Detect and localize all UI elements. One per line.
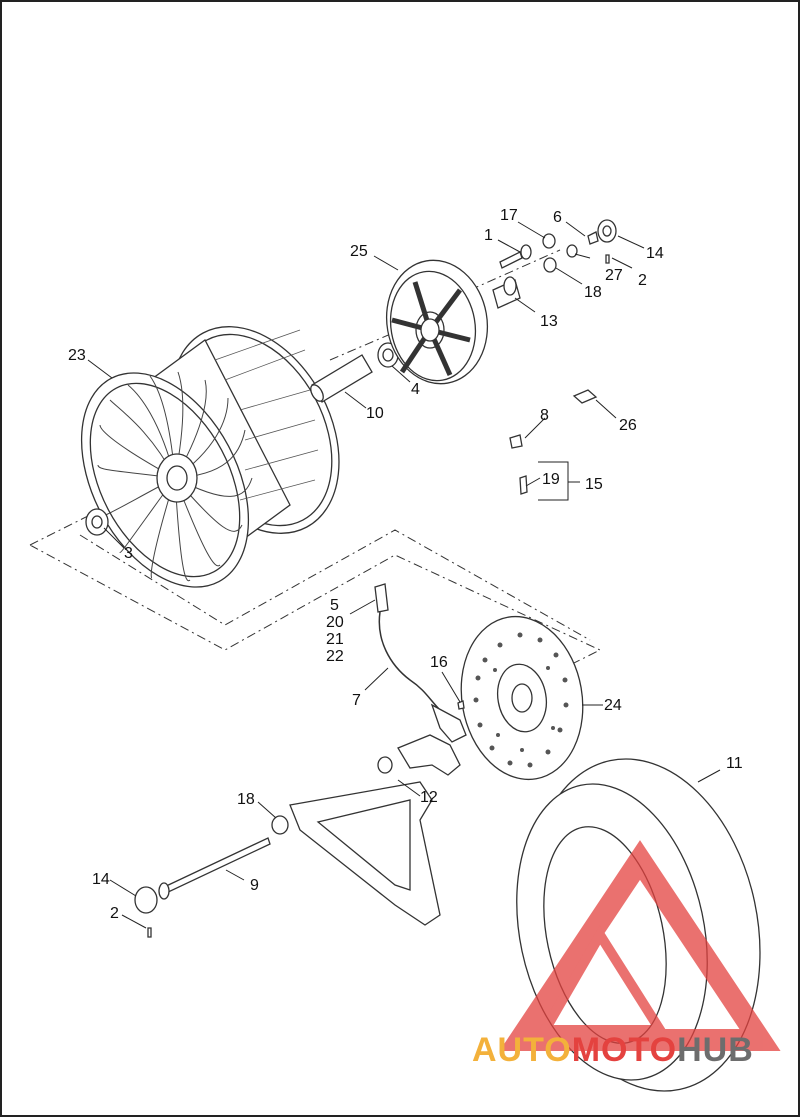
- sensor-cable-drawing: [374, 583, 467, 743]
- callout-2-bottom: 2: [110, 905, 119, 922]
- callout-19: 19: [542, 471, 560, 488]
- bearing-3-drawing: [85, 508, 109, 536]
- tire-drawing: [516, 758, 761, 1092]
- callout-27: 27: [605, 267, 623, 284]
- callout-21: 21: [326, 631, 344, 648]
- leader-lines: [87, 221, 721, 929]
- callout-22: 22: [326, 648, 344, 665]
- swingarm-drawing: [271, 781, 441, 926]
- callout-10: 10: [366, 405, 384, 422]
- callout-12: 12: [420, 789, 438, 806]
- callout-14: 14: [646, 245, 664, 262]
- belt-sprocket-drawing: [385, 259, 489, 385]
- callout-24: 24: [604, 697, 622, 714]
- callout-4: 4: [411, 381, 420, 398]
- small-parts-drawing: [492, 219, 617, 495]
- callout-20: 20: [326, 614, 344, 631]
- callout-8: 8: [540, 407, 549, 424]
- callout-18-bottom: 18: [237, 791, 255, 808]
- callout-14-bottom: 14: [92, 871, 110, 888]
- wheel-hub-drawing: [80, 326, 340, 588]
- callout-1: 1: [484, 227, 493, 244]
- callout-3: 3: [124, 545, 133, 562]
- callout-17: 17: [500, 207, 518, 224]
- callout-7: 7: [352, 692, 361, 709]
- axle-drawing: [134, 837, 271, 938]
- caliper-bracket-drawing: [377, 734, 461, 776]
- callout-16: 16: [430, 654, 448, 671]
- callout-25: 25: [350, 243, 368, 260]
- callout-labels: 1 17 6 14 25 27 2 18 13 23 4 10 8 26 19 …: [68, 207, 743, 922]
- callout-15-bracket: [538, 461, 569, 501]
- callout-18-top: 18: [584, 284, 602, 301]
- callout-26: 26: [619, 417, 637, 434]
- callout-15: 15: [585, 476, 603, 493]
- callout-11: 11: [726, 755, 743, 772]
- callout-2-top: 2: [638, 272, 647, 289]
- callout-13: 13: [540, 313, 558, 330]
- callout-23: 23: [68, 347, 86, 364]
- callout-6: 6: [553, 209, 562, 226]
- assembly-dashed-outline: [29, 504, 602, 671]
- spacer-10-drawing: [310, 354, 373, 403]
- callout-5: 5: [330, 597, 339, 614]
- logo-triangle: [499, 840, 781, 1051]
- callout-9: 9: [250, 877, 259, 894]
- brake-rotor-drawing: [460, 615, 584, 781]
